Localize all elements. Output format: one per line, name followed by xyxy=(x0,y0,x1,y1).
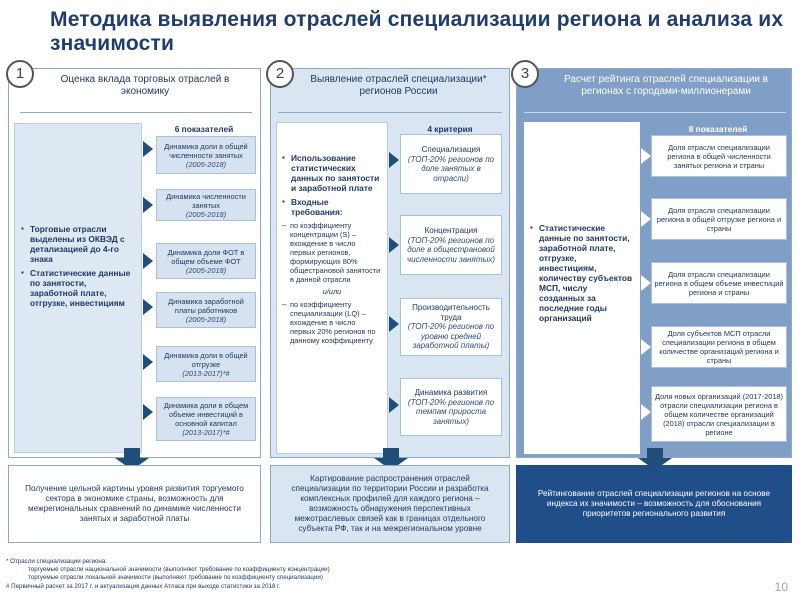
column-1-divider xyxy=(20,112,252,113)
indicator-card: Динамика численности занятых (2005-2018) xyxy=(156,189,256,221)
indicator-period: (2005-2018) xyxy=(185,159,227,169)
column-2-source-item: Использование статистических данных по з… xyxy=(282,153,382,193)
indicator-text: Динамика доли в общем объеме инвестиций … xyxy=(163,401,249,428)
step-number-3: 3 xyxy=(511,60,539,88)
criterion-card: Динамика развития (ТОП-20% регионов по т… xyxy=(400,378,502,436)
criterion-note: (ТОП-20% регионов по темпам прироста зан… xyxy=(407,397,495,426)
column-3-result: Рейтингование отраслей специализации рег… xyxy=(516,465,792,543)
footnote-line: торгуемые отрасли локальной значимости (… xyxy=(28,574,323,581)
indicator-card: Доля отрасли специализации региона в общ… xyxy=(651,262,787,304)
indicator-card: Динамика доли в общей численности заняты… xyxy=(156,136,256,174)
criterion-text: Производительность труда xyxy=(412,303,490,322)
column-2-sources: Использование статистических данных по з… xyxy=(276,122,388,454)
footnote-hash: # Первичный расчет за 2017 г. и актуализ… xyxy=(6,583,281,590)
criterion-note: (ТОП-20% регионов по доле в общестраново… xyxy=(406,235,496,264)
column-2-result: Картирование распространения отраслей сп… xyxy=(270,465,510,543)
footnote-star: * Отрасли специализации региона: xyxy=(6,558,107,565)
column-1-source-item: Торговые отрасли выделены из ОКВЭД с дет… xyxy=(21,224,135,264)
arrow-right-icon xyxy=(641,339,651,355)
arrow-right-icon xyxy=(641,148,651,164)
indicator-period: (2005-2018) xyxy=(185,209,227,219)
indicator-card: Доля отрасли специализации региона в общ… xyxy=(651,135,787,177)
indicator-text: Динамика доли в общей отгрузке xyxy=(164,350,248,369)
column-1-sources: Торговые отрасли выделены из ОКВЭД с дет… xyxy=(14,123,142,453)
column-1-source-item: Статистические данные по занятости, зара… xyxy=(21,268,135,308)
column-3-indicators-title: 8 показателей xyxy=(688,124,748,134)
column-2-criteria-title: 4 критерия xyxy=(427,124,473,134)
arrow-right-icon xyxy=(143,354,153,370)
indicator-card: Динамика заработной платы работников (20… xyxy=(156,292,256,328)
indicator-text: Динамика численности занятых xyxy=(166,191,246,210)
column-2-header: Выявление отраслей специализации* регион… xyxy=(310,74,487,97)
criterion-card: Концентрация (ТОП-20% регионов по доле в… xyxy=(400,215,502,275)
page-title: Методика выявления отраслей специализаци… xyxy=(50,8,784,55)
arrow-right-icon xyxy=(143,253,153,269)
indicator-period: (2013-2017)*# xyxy=(182,368,230,378)
arrow-right-icon xyxy=(143,299,153,315)
column-1-indicators-title: 6 показателей xyxy=(174,124,234,134)
column-3-header: Расчет рейтинга отраслей специализации в… xyxy=(564,74,768,97)
arrow-right-icon xyxy=(143,141,153,157)
column-3-divider xyxy=(524,112,786,113)
criterion-text: Специализация xyxy=(421,145,481,154)
arrow-right-icon xyxy=(389,397,399,413)
requirement-item: по коэффициенту специализации (LQ) – вхо… xyxy=(282,300,382,345)
arrow-right-icon xyxy=(389,152,399,168)
indicator-text: Динамика доли ФОТ в общем объеме ФОТ xyxy=(167,247,245,266)
arrow-right-icon xyxy=(389,316,399,332)
criterion-note: (ТОП-20% регионов по доле занятых в отра… xyxy=(407,154,495,183)
column-3-sources: Статистические данные по занятости, зара… xyxy=(524,122,640,454)
indicator-card: Динамика доли в общем объеме инвестиций … xyxy=(156,397,256,441)
arrow-right-icon xyxy=(641,404,651,420)
step-number-2: 2 xyxy=(266,60,294,88)
criterion-text: Динамика развития xyxy=(414,388,488,397)
indicator-card: Динамика доли ФОТ в общем объеме ФОТ (20… xyxy=(156,243,256,279)
indicator-card: Доля новых организаций (2017-2018) отрас… xyxy=(651,386,787,442)
indicator-period: (2013-2017)*# xyxy=(182,428,230,437)
indicator-period: (2005-2018) xyxy=(185,265,227,275)
column-1-header: Оценка вклада торговых отраслей в эконом… xyxy=(60,74,230,97)
indicator-card: Динамика доли в общей отгрузке (2013-201… xyxy=(156,346,256,382)
criterion-card: Специализация (ТОП-20% регионов по доле … xyxy=(400,134,502,194)
column-1-result: Получение цельной картины уровня развити… xyxy=(8,465,261,543)
indicator-card: Доля субъектов МСП отрасли специализации… xyxy=(651,326,787,368)
indicator-period: (2005-2018) xyxy=(185,314,227,324)
indicator-text: Динамика доли в общей численности заняты… xyxy=(164,141,248,160)
requirement-item: по коэффициенту концентрации (S) – вхожд… xyxy=(282,221,382,284)
indicator-text: Динамика заработной платы работников xyxy=(168,296,244,315)
criterion-text: Концентрация xyxy=(424,226,478,235)
or-label: и/или xyxy=(322,287,342,296)
step-number-1: 1 xyxy=(6,60,34,88)
arrow-right-icon xyxy=(143,197,153,213)
arrow-right-icon xyxy=(143,404,153,420)
criterion-note: (ТОП-20% регионов по уровню средней зара… xyxy=(407,322,495,351)
indicator-card: Доля отрасли специализации региона в общ… xyxy=(651,198,787,240)
arrow-right-icon xyxy=(389,237,399,253)
footnote-line: торгуемые отрасли национальной значимост… xyxy=(28,566,330,573)
criterion-card: Производительность труда (ТОП-20% регион… xyxy=(400,298,502,356)
arrow-right-icon xyxy=(641,275,651,291)
column-2-source-item: Входные требования: xyxy=(282,197,382,217)
column-3-source-item: Статистические данные по занятости, зара… xyxy=(530,223,634,323)
arrow-right-icon xyxy=(641,211,651,227)
page-number: 10 xyxy=(774,580,788,594)
column-2-divider xyxy=(278,112,502,113)
